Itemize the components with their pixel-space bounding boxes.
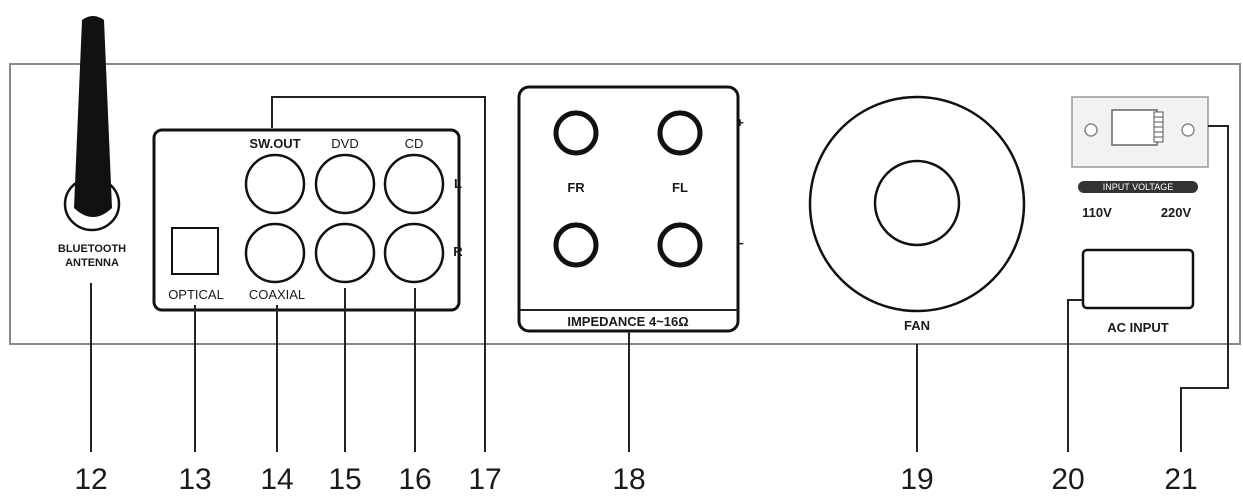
fl-negative-terminal: [657, 222, 703, 268]
input-voltage-label: INPUT VOLTAGE: [1103, 182, 1174, 192]
voltage-110v-label: 110V: [1082, 205, 1112, 220]
leader-lines: [90, 96, 1229, 452]
dvd-label: DVD: [331, 136, 358, 151]
impedance-label: IMPEDANCE 4~16Ω: [567, 314, 688, 329]
fr-negative-terminal: [553, 222, 599, 268]
fl-positive-terminal: [657, 110, 703, 156]
callout-20: 20: [1051, 463, 1084, 496]
callout-18: 18: [612, 463, 645, 496]
ac-input-socket: [1081, 248, 1195, 310]
callout-14: 14: [260, 463, 293, 496]
callout-19: 19: [900, 463, 933, 496]
coaxial-label: COAXIAL: [249, 287, 305, 302]
sw-out-label: SW.OUT: [249, 136, 300, 151]
fan-label: FAN: [904, 318, 930, 333]
bluetooth-antenna-label-1: BLUETOOTH: [58, 243, 126, 255]
callout-15: 15: [328, 463, 361, 496]
fr-label: FR: [567, 180, 585, 195]
dvd-left-jack: [314, 153, 376, 215]
optical-port: [171, 227, 219, 275]
callout-21: 21: [1164, 463, 1197, 496]
sw-out-jack: [244, 153, 306, 215]
positive-label: +: [736, 115, 744, 130]
ac-input-label: AC INPUT: [1107, 320, 1168, 335]
left-channel-label: L: [454, 176, 462, 191]
fl-label: FL: [672, 180, 688, 195]
dvd-right-jack: [314, 222, 376, 284]
callout-12: 12: [74, 463, 107, 496]
bluetooth-antenna: [63, 16, 121, 232]
cd-right-jack: [383, 222, 445, 284]
input-jacks-box: [152, 128, 461, 312]
input-voltage-pill: [1078, 181, 1198, 193]
fr-positive-terminal: [553, 110, 599, 156]
callout-16: 16: [398, 463, 431, 496]
fan-hub: [873, 159, 961, 247]
right-channel-label: R: [453, 244, 463, 259]
speaker-terminal-box: [517, 85, 740, 333]
optical-label: OPTICAL: [168, 287, 224, 302]
bluetooth-antenna-label-2: ANTENNA: [65, 257, 119, 269]
voltage-220v-label: 220V: [1161, 205, 1192, 220]
coaxial-jack: [244, 222, 306, 284]
negative-label: −: [736, 236, 744, 251]
callout-17: 17: [468, 463, 501, 496]
callout-13: 13: [178, 463, 211, 496]
voltage-selector-switch: [1071, 96, 1209, 168]
cd-left-jack: [383, 153, 445, 215]
cd-label: CD: [405, 136, 424, 151]
